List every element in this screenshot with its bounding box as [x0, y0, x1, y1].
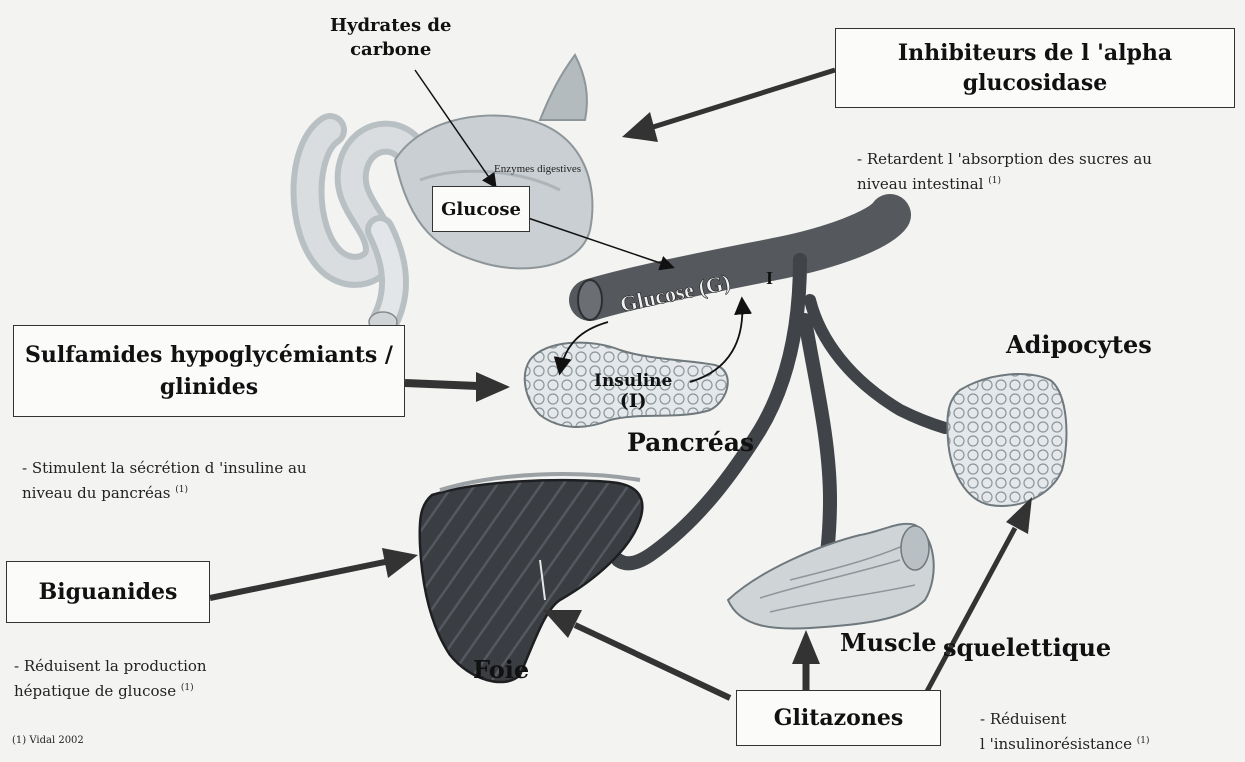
sulfamides-note-line2-wrap: niveau du pancréas (1): [22, 479, 307, 504]
inhibiteurs-line2: glucosidase: [963, 68, 1108, 98]
inhibiteurs-note-line2: niveau intestinal: [857, 175, 983, 193]
sulfamides-note-line2: niveau du pancréas: [22, 484, 171, 502]
pancreas-label: Pancréas: [627, 428, 754, 457]
inhibiteurs-note-line2-wrap: niveau intestinal (1): [857, 170, 1152, 195]
inhibiteurs-note-line1: - Retardent l 'absorption des sucres au: [857, 148, 1152, 170]
sulfamides-note-line1: - Stimulent la sécrétion d 'insuline au: [22, 457, 307, 479]
biguanides-note: - Réduisent la production hépatique de g…: [14, 655, 207, 702]
liver-illustration: [420, 474, 643, 682]
inhibiteurs-box: Inhibiteurs de l 'alpha glucosidase: [835, 28, 1235, 108]
adipocytes-label: Adipocytes: [1006, 330, 1152, 359]
biguanides-ref-mark: (1): [181, 683, 194, 693]
biguanides-label: Biguanides: [39, 579, 178, 605]
squelettique-label: squelettique: [943, 633, 1111, 662]
adipocytes-illustration: [947, 374, 1066, 506]
glitazones-note-line1: - Réduisent: [980, 708, 1149, 730]
enzymes-label: Enzymes digestives: [494, 163, 581, 175]
sulfamides-line1: Sulfamides hypoglycémiants /: [25, 339, 393, 371]
sulfamides-ref-mark: (1): [175, 485, 188, 495]
glitazones-note-line2: l 'insulinorésistance: [980, 735, 1132, 753]
glitazones-ref-mark: (1): [1137, 736, 1150, 746]
insuline-line1: Insuline: [594, 371, 672, 391]
glucose-box-label: Glucose: [441, 199, 521, 220]
sulfamides-note: - Stimulent la sécrétion d 'insuline au …: [22, 457, 307, 504]
inhibiteurs-ref-mark: (1): [988, 176, 1001, 186]
foie-label: Foie: [473, 655, 529, 684]
insuline-line2: (I): [594, 391, 672, 411]
biguanides-box: Biguanides: [6, 561, 210, 623]
biguanides-note-line2-wrap: hépatique de glucose (1): [14, 677, 207, 702]
glitazones-note-line2-wrap: l 'insulinorésistance (1): [980, 730, 1149, 755]
muscle-label: Muscle: [840, 628, 937, 657]
insuline-label: Insuline (I): [594, 371, 672, 411]
hydrates-label: Hydrates de carbone: [330, 14, 451, 62]
hydrates-line1: Hydrates de: [330, 14, 451, 38]
sulfamides-line2: glinides: [160, 371, 258, 403]
inhibiteurs-line1: Inhibiteurs de l 'alpha: [898, 38, 1172, 68]
glitazones-label: Glitazones: [774, 705, 903, 731]
glucose-intestine-box: Glucose: [432, 186, 530, 232]
biguanides-note-line2: hépatique de glucose: [14, 682, 176, 700]
glitazones-box: Glitazones: [736, 690, 941, 746]
footnote: (1) Vidal 2002: [12, 734, 84, 748]
inhibiteurs-note: - Retardent l 'absorption des sucres au …: [857, 148, 1152, 195]
hydrates-line2: carbone: [330, 38, 451, 62]
vessel-i-label: I: [766, 268, 773, 288]
biguanides-note-line1: - Réduisent la production: [14, 655, 207, 677]
sulfamides-box: Sulfamides hypoglycémiants / glinides: [13, 325, 405, 417]
glitazones-note: - Réduisent l 'insulinorésistance (1): [980, 708, 1149, 755]
